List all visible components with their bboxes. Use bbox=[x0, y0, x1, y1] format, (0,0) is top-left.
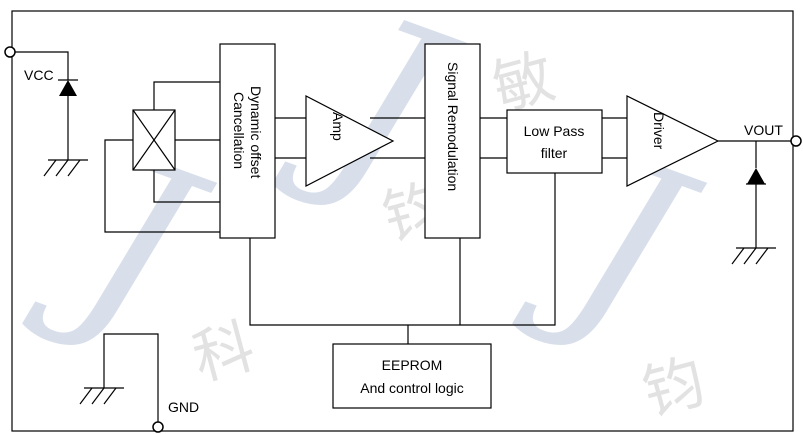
dynamic-offset-block bbox=[219, 43, 276, 239]
vcc-diode-icon bbox=[59, 80, 77, 96]
gnd-terminal bbox=[152, 421, 164, 433]
eeprom-label-1: EEPROM bbox=[382, 357, 443, 373]
vcc-terminal bbox=[4, 46, 16, 58]
control-bus bbox=[249, 173, 556, 344]
low-pass-label-1: Low Pass bbox=[524, 123, 585, 139]
vout-diode-icon bbox=[747, 168, 765, 184]
eeprom-label-2: And control logic bbox=[360, 380, 464, 396]
driver-label: Driver bbox=[651, 112, 667, 150]
dynamic-offset-label-2: Cancellation bbox=[231, 92, 247, 169]
vcc-section: VCC bbox=[4, 46, 88, 177]
dynamic-offset-label-1: Dynamic offset bbox=[248, 86, 264, 178]
driver-triangle bbox=[626, 95, 720, 187]
low-pass-label-2: filter bbox=[541, 145, 568, 161]
vout-terminal bbox=[790, 135, 802, 147]
signal-remodulation-label: Signal Remodulation bbox=[445, 62, 461, 191]
watermark-char: 钧 bbox=[636, 346, 712, 429]
package-outline bbox=[11, 10, 794, 432]
eeprom-block bbox=[332, 343, 492, 409]
gnd-section: GND bbox=[79, 333, 199, 433]
vout-section: VOUT bbox=[718, 122, 802, 265]
amp-label: Amp bbox=[330, 112, 346, 141]
signal-remodulation-block bbox=[424, 43, 481, 239]
low-pass-filter-block bbox=[506, 109, 603, 174]
vout-label: VOUT bbox=[744, 122, 783, 138]
vcc-label: VCC bbox=[24, 67, 54, 83]
hall-element bbox=[104, 81, 220, 233]
gnd-label: GND bbox=[168, 399, 199, 415]
amp-triangle bbox=[305, 95, 395, 187]
